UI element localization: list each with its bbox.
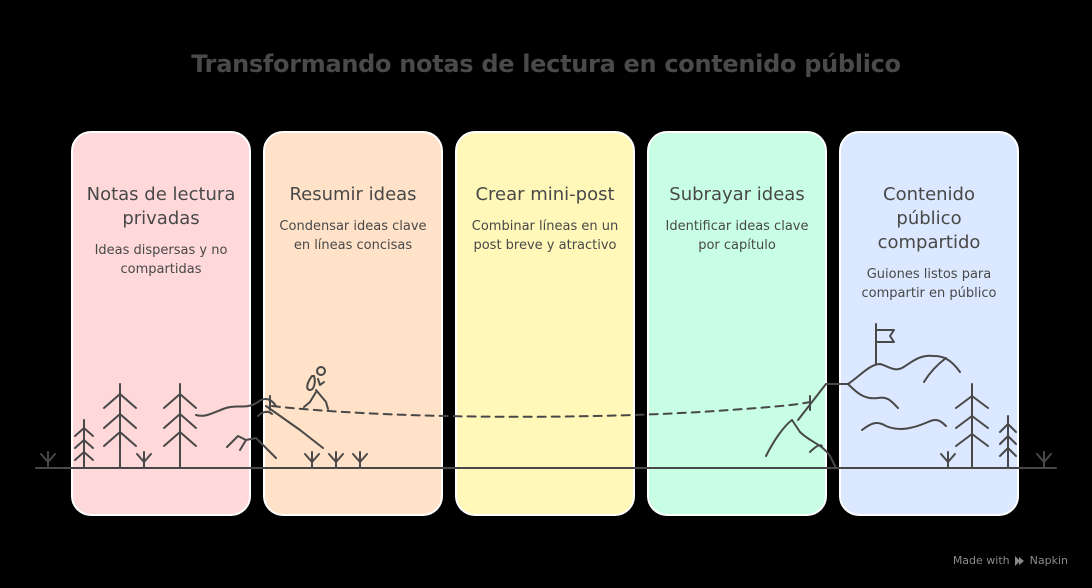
stage-card-mini-post: Crear mini-post Combinar líneas en un po… bbox=[455, 131, 635, 516]
diagram-title: Transformando notas de lectura en conten… bbox=[191, 50, 901, 78]
stage-title: Resumir ideas bbox=[289, 184, 417, 205]
stage-title: Notas de lectura privadas bbox=[86, 184, 236, 229]
footer-attribution: Made with Napkin bbox=[953, 554, 1068, 567]
napkin-logo-icon bbox=[1014, 555, 1024, 566]
stage-card-summarize: Resumir ideas Condensar ideas clave en l… bbox=[263, 131, 443, 516]
stage-content: Notas de lectura privadas Ideas dispersa… bbox=[73, 183, 249, 279]
stage-content: Crear mini-post Combinar líneas en un po… bbox=[457, 183, 633, 255]
stage-description: Identificar ideas clave por capítulo bbox=[665, 219, 809, 253]
stage-description: Condensar ideas clave en líneas concisas bbox=[279, 219, 427, 253]
stage-card-public-content: Contenido público compartido Guiones lis… bbox=[839, 131, 1019, 516]
sprout-icon bbox=[1036, 451, 1052, 469]
stage-description: Combinar líneas en un post breve y atrac… bbox=[471, 219, 619, 253]
stage-content: Subrayar ideas Identificar ideas clave p… bbox=[649, 183, 825, 255]
stage-content: Contenido público compartido Guiones lis… bbox=[841, 183, 1017, 303]
stage-title: Contenido público compartido bbox=[877, 184, 981, 253]
stage-description: Ideas dispersas y no compartidas bbox=[94, 243, 228, 277]
stage-card-private-notes: Notas de lectura privadas Ideas dispersa… bbox=[71, 131, 251, 516]
stage-content: Resumir ideas Condensar ideas clave en l… bbox=[265, 183, 441, 255]
sprout-icon bbox=[40, 451, 56, 469]
stage-card-highlight: Subrayar ideas Identificar ideas clave p… bbox=[647, 131, 827, 516]
stage-description: Guiones listos para compartir en público bbox=[861, 267, 997, 301]
brand-label: Napkin bbox=[1029, 554, 1068, 567]
stage-title: Subrayar ideas bbox=[669, 184, 805, 205]
stage-title: Crear mini-post bbox=[475, 184, 615, 205]
made-with-label: Made with bbox=[952, 554, 1010, 567]
